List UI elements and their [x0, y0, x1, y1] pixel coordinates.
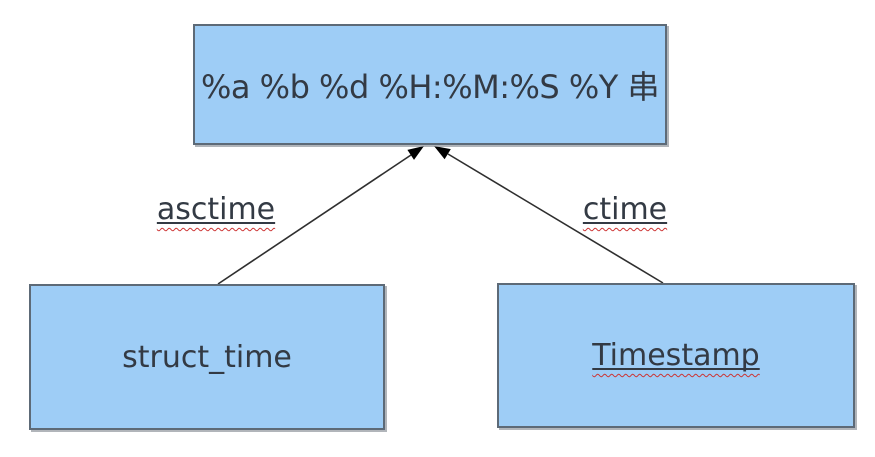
arrowhead-icon: [434, 146, 451, 160]
edge-label-ctime[interactable]: ctime: [550, 192, 700, 227]
node-timestamp-label: Timestamp: [592, 338, 760, 373]
edge-label-ctime-text: ctime: [582, 192, 668, 227]
node-struct-time[interactable]: struct_time: [29, 284, 385, 430]
node-format-string[interactable]: %a %b %d %H:%M:%S %Y 串: [193, 24, 667, 145]
arrowhead-icon: [407, 146, 424, 160]
node-timestamp[interactable]: Timestamp: [497, 283, 855, 428]
edge-label-asctime-text: asctime: [156, 192, 276, 227]
edge-label-asctime[interactable]: asctime: [141, 192, 291, 227]
node-format-string-label: %a %b %d %H:%M:%S %Y 串: [200, 67, 660, 106]
node-struct-time-label: struct_time: [122, 339, 292, 375]
